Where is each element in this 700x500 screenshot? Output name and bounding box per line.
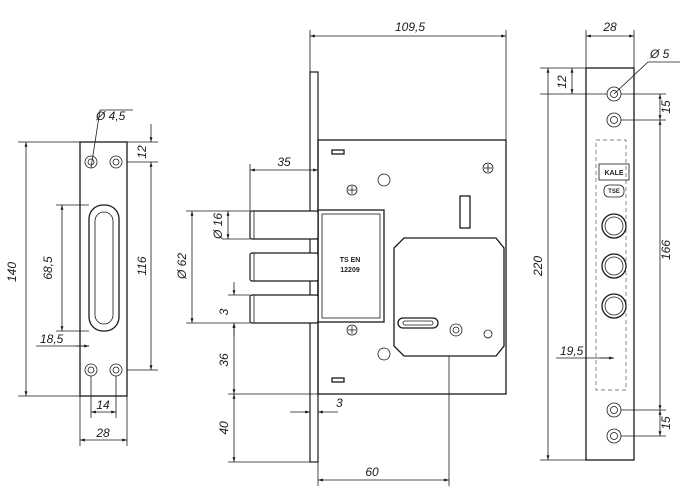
bolt [249,294,319,324]
strike-plate-view: 140 68,5 116 12 Ø 4,5 18,5 14 28 [5,109,158,446]
dim-mid-height: 166 [659,240,673,260]
dim-total-height: 140 [5,262,19,282]
dim-bolt-gap: 3 [217,308,231,315]
stamp-line-1: TS EN [340,257,361,264]
dim-top-spacing: 15 [659,100,673,114]
dim-faceplate-thickness: 3 [336,396,343,410]
dim-backset: 60 [365,465,379,479]
bolt-hole [601,213,627,239]
dim-lower-36: 36 [217,353,231,367]
dim-bolt-extension: 35 [277,155,291,169]
dim-slot-bottom: 18,5 [40,332,64,346]
bolt [249,252,319,282]
bolt-hole [601,253,627,279]
screw-hole [606,402,622,418]
faceplate-view: KALE TSE 28 Ø 5 12 15 [531,20,680,461]
faceplate-outline [585,67,635,461]
dim-side-offset: 19,5 [560,344,584,358]
dim-body-width: 109,5 [395,20,425,34]
brand-logo: KALE [604,170,623,177]
strike-slot [88,204,120,332]
dim-bottom-spacing: 15 [659,416,673,430]
bolt-hole [601,293,627,319]
lock-body-view: TS EN 12209 109,5 35 [175,20,507,486]
mechanism-outline [595,139,627,391]
bolt [249,210,319,240]
keyhole-slot [397,317,439,329]
dim-top-offset: 12 [555,75,569,89]
case-screw [346,324,358,336]
dim-hole-spacing: 116 [135,256,149,275]
dim-hole-diameter: Ø 4,5 [95,109,126,123]
dim-faceplate-width: 28 [602,20,617,34]
screw-hole [606,112,622,128]
dim-total-height: 220 [531,256,545,277]
cylinder-plate [393,237,505,357]
dim-bolt-span: Ø 62 [175,253,189,280]
dim-slot-length: 68,5 [41,256,55,280]
stamp-line-2: 12209 [340,267,360,274]
dim-hole-diameter: Ø 5 [649,47,670,61]
tse-badge: TSE [608,189,620,195]
screw-hole [109,363,123,377]
dim-width: 28 [95,426,110,440]
case-screw [346,184,358,196]
dim-hole-offset: 14 [96,398,110,412]
screw-hole [84,363,98,377]
screw-hole [606,428,622,444]
strike-plate-outline [79,141,128,397]
dim-bolt-diameter: Ø 16 [211,213,225,240]
dim-top-hole: 12 [135,145,149,159]
dim-lower-40: 40 [217,421,231,435]
case-screw [482,162,494,174]
screw-hole [109,155,123,169]
